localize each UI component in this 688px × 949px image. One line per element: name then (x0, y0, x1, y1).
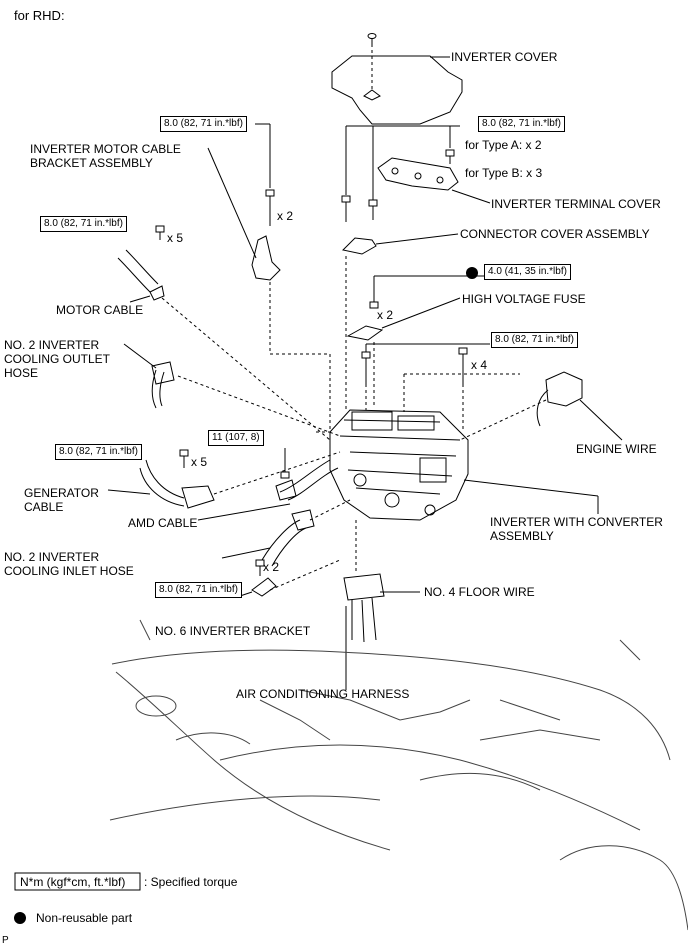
torque-motor-cable: 8.0 (82, 71 in.*lbf) (40, 216, 127, 232)
generator-cable-shape (139, 459, 215, 509)
label-inverter-converter: INVERTER WITH CONVERTER ASSEMBLY (490, 515, 663, 543)
torque-cover-bolts: 8.0 (82, 71 in.*lbf) (478, 116, 565, 132)
bracket6-shape (251, 577, 277, 597)
torque-generator: 8.0 (82, 71 in.*lbf) (55, 444, 142, 460)
footer-mark: P (2, 935, 9, 946)
label-engine-wire: ENGINE WIRE (576, 442, 657, 456)
floor-wire-shape (343, 573, 385, 643)
qty-bracket6-bolts: x 2 (263, 560, 280, 574)
nonreusable-dot-fuse (466, 267, 478, 279)
label-motor-cable: MOTOR CABLE (56, 303, 144, 317)
amd-cable-shape (275, 459, 339, 501)
engine-bay-outline (109, 619, 688, 931)
label-connector-cover: CONNECTOR COVER ASSEMBLY (460, 227, 650, 241)
label-cooling-inlet: NO. 2 INVERTER COOLING INLET HOSE (4, 550, 134, 578)
qty-bracket-bolts: x 2 (277, 209, 294, 223)
qty-motor-cable-bolts: x 5 (167, 231, 184, 245)
label-floor-wire: NO. 4 FLOOR WIRE (424, 585, 535, 599)
label-motor-cable-bracket: INVERTER MOTOR CABLE BRACKET ASSEMBLY (30, 142, 181, 170)
qty-inverter-bolts: x 4 (471, 358, 488, 372)
nonreusable-legend-dot (14, 912, 26, 924)
torque-bracket: 8.0 (82, 71 in.*lbf) (160, 116, 247, 132)
label-type-b: for Type B: x 3 (465, 166, 543, 180)
label-amd-cable: AMD CABLE (128, 516, 198, 530)
qty-fuse-screws: x 2 (377, 308, 394, 322)
label-hv-fuse: HIGH VOLTAGE FUSE (462, 292, 586, 306)
label-bracket6: NO. 6 INVERTER BRACKET (155, 624, 311, 638)
header-rhd: for RHD: (14, 8, 65, 23)
torque-amd: 11 (107, 8) (208, 430, 264, 446)
inverter-assembly-shape (329, 409, 469, 521)
label-terminal-cover: INVERTER TERMINAL COVER (491, 197, 661, 211)
legend-torque-unit: N*m (kgf*cm, ft.*lbf) (20, 875, 126, 889)
torque-bracket6: 8.0 (82, 71 in.*lbf) (155, 582, 242, 598)
label-inverter-cover: INVERTER COVER (451, 50, 558, 64)
label-generator-cable: GENERATOR CABLE (24, 486, 99, 514)
engine-wire-shape (536, 371, 583, 427)
terminal-cover-shape (377, 157, 459, 191)
legend-torque-text: : Specified torque (144, 875, 238, 889)
torque-hv-fuse: 4.0 (41, 35 in.*lbf) (484, 264, 571, 280)
qty-generator-bolts: x 5 (191, 455, 208, 469)
inverter-cover-shape (331, 55, 463, 125)
label-type-a: for Type A: x 2 (465, 138, 542, 152)
bolts-cover (341, 149, 455, 222)
hv-fuse-shape (346, 325, 384, 341)
label-ac-harness: AIR CONDITIONING HARNESS (236, 687, 410, 701)
motor-bracket-shape (251, 235, 281, 281)
top-screw (367, 33, 377, 44)
legend-nonreusable: Non-reusable part (36, 911, 133, 925)
connector-cover-shape (341, 237, 377, 255)
outlet-hose-shape (151, 361, 175, 409)
label-cooling-outlet: NO. 2 INVERTER COOLING OUTLET HOSE (4, 338, 111, 380)
inlet-hose-shape (261, 509, 315, 567)
torque-inverter-bolts: 8.0 (82, 71 in.*lbf) (491, 332, 578, 348)
motor-cable-shape (117, 249, 159, 293)
